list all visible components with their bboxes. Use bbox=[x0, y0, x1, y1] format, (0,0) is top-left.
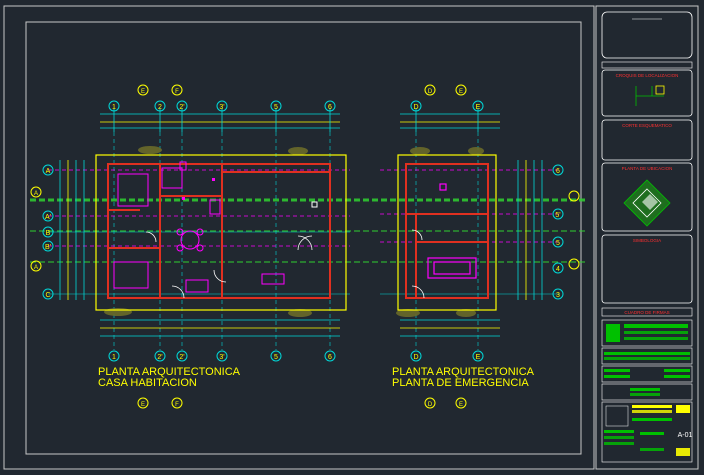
axis-label: 3' bbox=[219, 354, 224, 361]
circle-label: E bbox=[141, 402, 145, 408]
ubicacion-site-plan bbox=[623, 179, 671, 227]
plan-left-bottom-circles: E F bbox=[137, 397, 183, 409]
axis-label: 5 bbox=[274, 104, 278, 111]
plan-left-left-dimensions bbox=[59, 160, 85, 300]
firmas-table bbox=[601, 319, 693, 463]
plan-right-axis-right: 6 5' 5 4 3 bbox=[552, 164, 580, 300]
axis-label: 5 bbox=[274, 354, 278, 361]
plan-right-bottom-dimensions bbox=[400, 319, 500, 337]
plan-left-furniture bbox=[113, 161, 285, 293]
corte-label: CORTE ESQUEMATICO bbox=[622, 123, 672, 128]
axis-label: 6 bbox=[556, 168, 560, 175]
plan-right-doors bbox=[411, 229, 425, 299]
plan-left: E F 1 2 2' 3' 5 6 bbox=[30, 84, 350, 409]
plan-right-top-circles: D E bbox=[424, 84, 467, 96]
axis-label: 3' bbox=[219, 104, 224, 111]
plan-right-bottom-circles: D E bbox=[424, 397, 467, 409]
axis-label: 2' bbox=[157, 354, 162, 361]
localizacion-box bbox=[601, 69, 693, 117]
plan-right-shrubs bbox=[396, 147, 484, 317]
plan-right-axis-top: D E bbox=[410, 100, 484, 112]
axis-label: 1 bbox=[112, 354, 116, 361]
axis-label: 6 bbox=[328, 354, 332, 361]
plan-right-top-dimensions bbox=[400, 108, 500, 132]
circle-label: D bbox=[428, 402, 433, 408]
plan-right-furniture bbox=[427, 183, 477, 279]
plan-left-axis-top: 1 2 2' 3' 5 6 bbox=[108, 100, 336, 112]
axis-label: 6 bbox=[328, 104, 332, 111]
plan-right-axis-bottom: D E bbox=[410, 350, 484, 362]
plan-left-walls bbox=[107, 163, 331, 299]
simbologia-label: SIMBOLOGIA bbox=[633, 238, 661, 243]
plan-left-top-circles: E F bbox=[137, 84, 183, 96]
axis-label: A bbox=[34, 191, 38, 197]
axis-label: 2' bbox=[179, 354, 184, 361]
plan-left-fixtures bbox=[182, 178, 318, 208]
title-block-frame bbox=[595, 5, 699, 470]
axis-label: 2' bbox=[179, 104, 184, 111]
localizacion-map bbox=[635, 85, 665, 106]
sheet-inner-frame bbox=[25, 21, 582, 455]
axis-label: 2 bbox=[158, 104, 162, 111]
axis-label: 3 bbox=[556, 292, 560, 299]
axis-label: 5 bbox=[556, 240, 560, 247]
ubicacion-label: PLANTA DE UBICACION bbox=[622, 166, 673, 171]
plan-left-grid-horizontal bbox=[48, 169, 350, 247]
circle-label: E bbox=[459, 402, 463, 408]
circle-label: D bbox=[428, 89, 433, 95]
axis-label: B bbox=[46, 230, 51, 237]
axis-label: C bbox=[45, 292, 50, 299]
plan-left-bottom-dimensions bbox=[100, 319, 340, 337]
axis-label: 1 bbox=[112, 104, 116, 111]
axis-label: E bbox=[476, 104, 481, 111]
plan-left-top-dimensions bbox=[100, 108, 340, 132]
circle-label: F bbox=[175, 402, 179, 408]
axis-label: A bbox=[46, 168, 51, 175]
axis-label: A bbox=[34, 265, 38, 271]
localizacion-label: CROQUIS DE LOCALIZACION bbox=[616, 73, 679, 78]
plan-left-slab bbox=[95, 154, 347, 311]
plan-left-title-line2: CASA HABITACION bbox=[98, 377, 197, 389]
title-block-logo-box bbox=[601, 11, 693, 59]
axis-label: E bbox=[476, 354, 481, 361]
plan-left-doors bbox=[145, 231, 313, 299]
firmas-header bbox=[601, 307, 693, 317]
title-block-separator bbox=[601, 61, 693, 69]
circle-label: F bbox=[175, 89, 179, 95]
firmas-label: CUADRO DE FIRMAS bbox=[624, 310, 669, 315]
axis-label: B' bbox=[45, 244, 51, 251]
axis-label: A' bbox=[45, 214, 51, 221]
plan-right-title-line1: PLANTA ARQUITECTONICA bbox=[392, 366, 535, 378]
plan-right-slab bbox=[397, 154, 497, 311]
plan-right: D E D E bbox=[380, 84, 580, 409]
plan-right-right-dimensions bbox=[517, 160, 543, 300]
plan-left-axis-left: A A A' B B' A C bbox=[30, 164, 54, 300]
plan-left-title-line1: PLANTA ARQUITECTONICA bbox=[98, 366, 241, 378]
plan-right-walls bbox=[405, 163, 489, 299]
sheet-outer-frame bbox=[3, 5, 595, 470]
sheet-number: A-01 bbox=[678, 432, 693, 439]
simbologia-box bbox=[601, 234, 693, 304]
axis-label: D bbox=[413, 354, 418, 361]
axis-label: 4 bbox=[556, 266, 560, 273]
circle-label: E bbox=[141, 89, 145, 95]
ubicacion-box bbox=[601, 162, 693, 232]
title-block: CROQUIS DE LOCALIZACION CORTE ESQUEMATIC… bbox=[595, 5, 699, 470]
plan-left-axis-bottom: 1 2' 2' 3' 5 6 bbox=[108, 350, 336, 362]
corte-box bbox=[601, 119, 693, 161]
circle-label: E bbox=[459, 89, 463, 95]
plan-right-title-line2: PLANTA DE EMERGENCIA bbox=[392, 377, 529, 389]
axis-label: 5' bbox=[555, 212, 560, 219]
plan-left-grid-horizontal-cyan bbox=[48, 231, 350, 295]
axis-label: D bbox=[413, 104, 418, 111]
